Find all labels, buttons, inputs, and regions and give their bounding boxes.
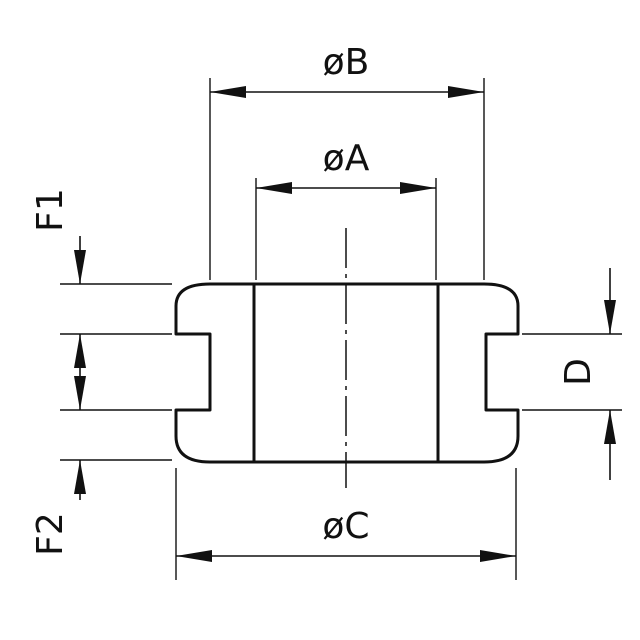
arrow-d-down xyxy=(604,300,616,334)
arrow-f2-up xyxy=(74,460,86,494)
label-f2: F2 xyxy=(30,512,71,556)
arrow-b-left xyxy=(210,86,246,98)
arrow-f1-down xyxy=(74,250,86,284)
arrow-b-right xyxy=(448,86,484,98)
label-d: D xyxy=(558,358,599,386)
grommet-outline xyxy=(174,282,520,464)
label-dia-c: øC xyxy=(322,506,369,547)
arrow-a-right xyxy=(400,182,436,194)
arrow-c-left xyxy=(176,550,212,562)
label-f1: F1 xyxy=(30,188,71,232)
label-dia-a: øA xyxy=(323,138,370,179)
arrow-a-left xyxy=(256,182,292,194)
label-dia-b: øB xyxy=(323,42,370,83)
arrow-f2-down xyxy=(74,376,86,410)
arrow-c-right xyxy=(480,550,516,562)
arrow-f1-up xyxy=(74,334,86,368)
arrow-d-up xyxy=(604,410,616,444)
